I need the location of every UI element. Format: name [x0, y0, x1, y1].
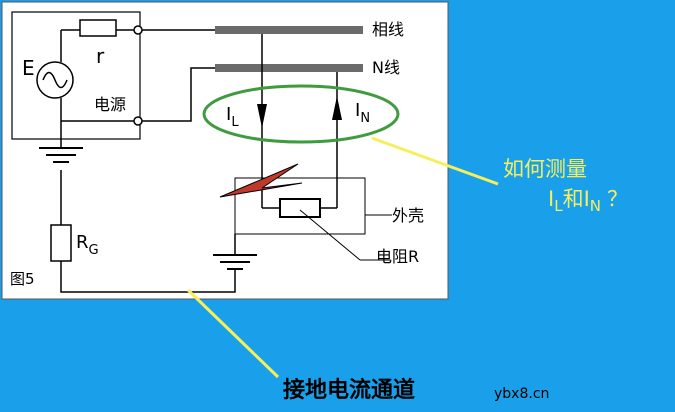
internal-resistance-label: r: [96, 44, 105, 68]
terminal-bottom: [133, 116, 143, 126]
internal-resistor: [79, 19, 117, 37]
phase-bus-bar: [215, 26, 363, 34]
source-name: 电源: [94, 95, 126, 114]
load-resistor: [279, 198, 321, 218]
ground-resistor: [50, 224, 72, 262]
resistor-label: 电阻R: [376, 247, 419, 266]
ground-resistor-label: RG: [76, 232, 99, 258]
neutral-current-label: IN: [355, 100, 370, 126]
device-shell: [234, 177, 366, 235]
phase-current-label: IL: [226, 104, 239, 130]
neutral-bus-bar: [215, 64, 363, 72]
watermark: ybx8.cn: [494, 386, 549, 402]
question-line-1: 如何测量: [503, 157, 587, 181]
question-pointer: [371, 136, 499, 186]
shell-label: 外壳: [392, 206, 424, 225]
wire-to-neutral: [142, 67, 215, 122]
figure-label: 图5: [10, 270, 35, 288]
terminal-top: [133, 25, 143, 35]
fault-spark: [219, 163, 303, 198]
neutral-line-label: N线: [372, 58, 400, 77]
neutral-current-arrow: [332, 96, 342, 120]
power-source-box: [11, 11, 141, 140]
ground-path-pointer: [186, 288, 280, 379]
measurement-ellipse: [202, 84, 400, 144]
sine-wave-icon: [42, 71, 68, 89]
diagram-panel: [1, 1, 449, 300]
phase-current-arrow: [257, 104, 267, 128]
ground-return-wire: [60, 261, 236, 293]
ground-path-label: 接地电流通道: [283, 377, 415, 403]
resistor-leader: [299, 209, 361, 261]
source-label: E: [22, 56, 35, 80]
question-line-2: IL和IN？: [548, 187, 628, 215]
phase-line-label: 相线: [372, 20, 404, 39]
ac-source-symbol: [36, 61, 74, 99]
